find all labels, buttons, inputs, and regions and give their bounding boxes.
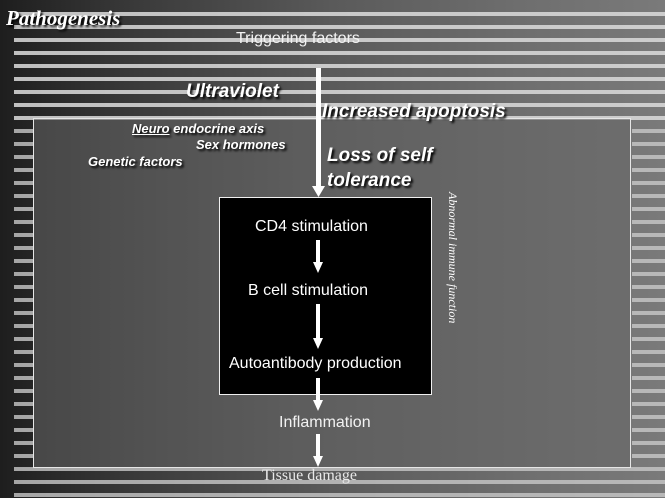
abnormal-immune-wrapper: Abnormal immune function — [446, 192, 461, 323]
sex-hormones-label: Sex hormones — [196, 137, 286, 152]
inflammation-to-tissue-arrow — [313, 434, 323, 467]
immune-process-box — [219, 197, 432, 395]
neuro-rest: endocrine axis — [169, 121, 265, 136]
autoantibody-to-inflammation-arrow — [313, 378, 323, 411]
loss-of-self-tolerance-label: Loss of self tolerance — [327, 143, 433, 193]
inflammation-label: Inflammation — [279, 414, 371, 431]
genetic-factors-label: Genetic factors — [88, 154, 183, 169]
triggering-factors-label: Triggering factors — [236, 30, 360, 47]
slide-title: Pathogenesis — [6, 6, 121, 30]
bcell-to-autoantibody-arrow — [313, 304, 323, 349]
neuro-word: Neuro — [132, 121, 170, 136]
abnormal-immune-function-label: Abnormal immune function — [446, 192, 460, 324]
loss-line-2: tolerance — [327, 170, 412, 191]
autoantibody-production-label: Autoantibody production — [229, 355, 402, 372]
cd4-to-bcell-arrow — [313, 240, 323, 273]
increased-apoptosis-label: Increased apoptosis — [322, 101, 506, 122]
loss-line-1: Loss of self — [327, 145, 433, 166]
tissue-damage-label: Tissue damage — [262, 467, 357, 484]
main-flow-arrow — [312, 68, 325, 197]
b-cell-stimulation-label: B cell stimulation — [248, 282, 369, 299]
ultraviolet-label: Ultraviolet — [186, 81, 279, 102]
neuroendocrine-axis-label: Neuro endocrine axis — [132, 121, 264, 136]
cd4-stimulation-label: CD4 stimulation — [255, 218, 368, 235]
